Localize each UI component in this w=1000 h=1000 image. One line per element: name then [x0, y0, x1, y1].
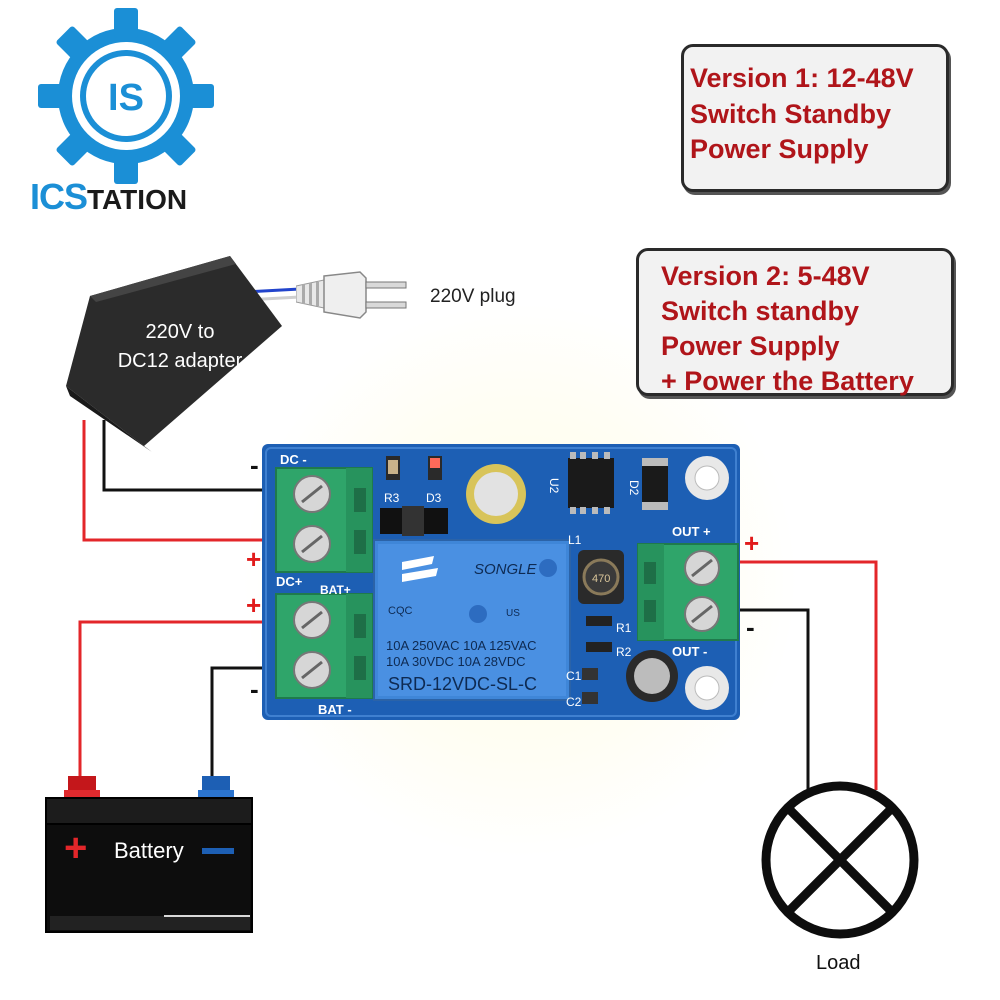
- battery-positive-wire: [78, 620, 300, 790]
- capacitor-c1: [582, 668, 598, 680]
- silk-bat-plus: BAT+: [320, 583, 351, 597]
- ic-u2: [568, 458, 614, 508]
- bat-minus-mark: -: [250, 674, 259, 704]
- adapter-label-line-2: DC12 adapter: [117, 350, 243, 372]
- silk-l1: L1: [568, 533, 582, 547]
- adapter-label-line-1: 220V to: [145, 321, 215, 343]
- adapter-negative-wire: [102, 420, 300, 492]
- resistor-r1: [586, 616, 612, 626]
- relay-rating-1: 10A 250VAC 10A 125VAC: [386, 638, 537, 653]
- silk-r2: R2: [616, 645, 632, 659]
- adapter-label: 220V to DC12 adapter: [100, 318, 260, 376]
- relay: [373, 539, 571, 701]
- capacitor-c2: [582, 692, 598, 704]
- bat-plus-mark: +: [246, 590, 262, 620]
- version-2-line-3: Power Supply: [661, 331, 840, 362]
- silk-bat-minus: BAT -: [318, 702, 352, 717]
- brand-name-prefix: ICS: [30, 176, 88, 217]
- plug-label: 220V plug: [430, 286, 516, 307]
- relay-rating-2: 10A 30VDC 10A 28VDC: [386, 654, 525, 669]
- plug-icon: [296, 271, 407, 319]
- version-1-line-2: Switch Standby: [690, 98, 892, 129]
- adapter-positive-wire: [82, 420, 300, 542]
- relay-cert-cqc: CQC: [388, 605, 413, 617]
- battery-label: Battery: [114, 838, 184, 863]
- version-1-line-1: Version 1: 12-48V: [690, 63, 914, 93]
- logo-gear-icon: IS: [38, 8, 214, 184]
- load-label: Load: [816, 952, 861, 974]
- silk-c1: C1: [566, 669, 582, 683]
- silk-dc-minus: DC -: [280, 452, 307, 467]
- battery-minus-icon: [202, 848, 234, 854]
- silk-dc-plus: DC+: [276, 574, 303, 589]
- svg-text:IS: IS: [108, 77, 144, 119]
- version-1-box: Version 1: 12-48V Switch Standby Power S…: [681, 44, 949, 192]
- battery-icon: [45, 776, 253, 933]
- load-lamp-icon: [761, 781, 919, 939]
- out-plus-mark: +: [744, 528, 760, 558]
- diode-d2: [642, 458, 668, 510]
- silk-d3: D3: [426, 491, 442, 505]
- relay-cert-us: US: [506, 608, 520, 619]
- dc-plus-mark: +: [246, 544, 262, 574]
- out-terminal-block: [637, 543, 739, 641]
- inductor-value: 470: [592, 573, 610, 585]
- silk-out-plus: OUT +: [672, 524, 711, 539]
- resistor-r2: [586, 642, 612, 652]
- out-positive-wire: [720, 560, 878, 790]
- silk-c2: C2: [566, 695, 582, 709]
- pcb-board: DC - DC+ BAT+ BAT - OUT + OUT - R3 D3 U2…: [262, 444, 740, 720]
- relay-brand: SONGLE: [474, 561, 538, 578]
- relay-model: SRD-12VDC-SL-C: [388, 674, 537, 694]
- power-adapter-icon: [66, 256, 282, 452]
- silk-u2: U2: [547, 478, 561, 494]
- battery-plus-icon: +: [64, 826, 88, 870]
- version-2-line-2: Switch standby: [661, 296, 860, 327]
- version-1-line-3: Power Supply: [690, 134, 869, 165]
- version-2-line-1: Version 2: 5-48V: [661, 261, 870, 291]
- silk-out-minus: OUT -: [672, 644, 707, 659]
- brand-name-suffix: TATION: [87, 184, 188, 215]
- version-2-line-4: + Power the Battery: [661, 366, 914, 397]
- silk-d2: D2: [627, 480, 641, 496]
- silk-r1: R1: [616, 621, 632, 635]
- dc-terminal-block: [275, 467, 373, 573]
- silk-r3: R3: [384, 491, 400, 505]
- dc-minus-mark: -: [250, 450, 259, 480]
- brand-name: ICSTATION: [30, 176, 187, 218]
- out-negative-wire: [720, 608, 810, 790]
- out-minus-mark: -: [746, 612, 755, 642]
- bat-terminal-block: [275, 593, 373, 699]
- version-2-box: Version 2: 5-48V Switch standby Power Su…: [636, 248, 954, 396]
